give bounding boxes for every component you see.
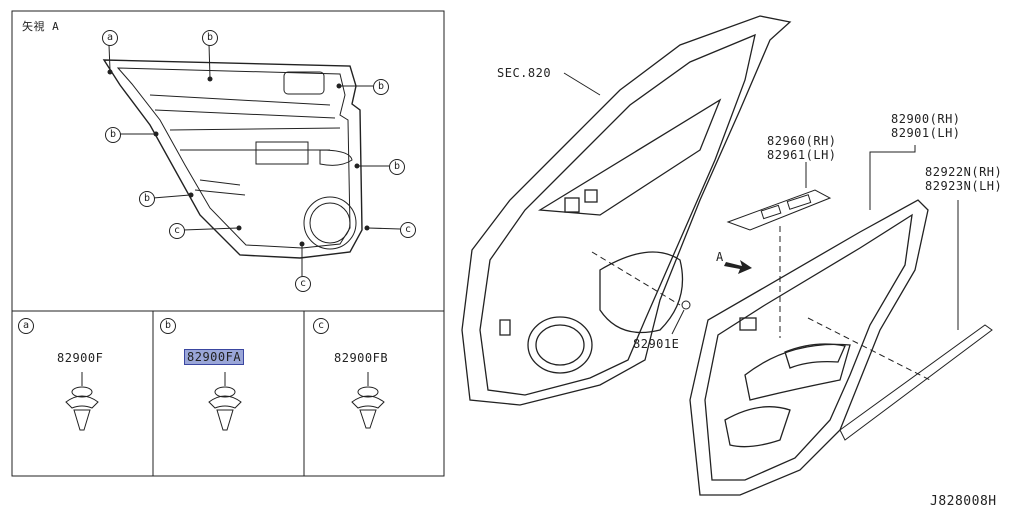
label-82961[interactable]: 82961(LH) [767, 148, 837, 162]
view-arrow [724, 260, 752, 274]
callout-b-2: b [373, 79, 389, 95]
callout-a-1: a [102, 30, 118, 46]
label-82900[interactable]: 82900(RH) [891, 112, 961, 126]
door-shell [461, 15, 792, 406]
clip-b-drawing [208, 372, 242, 431]
view-arrow-label: A [716, 250, 724, 264]
label-82901[interactable]: 82901(LH) [891, 126, 961, 140]
label-sec-820[interactable]: SEC.820 [497, 66, 552, 80]
callout-c-1: c [169, 223, 185, 239]
callout-b-1: b [202, 30, 218, 46]
clip-part-82900fa[interactable]: 82900FA [183, 349, 245, 365]
callout-b-5: b [139, 191, 155, 207]
callout-c-2: c [400, 222, 416, 238]
diagram-id: J828008H [930, 494, 997, 509]
clip-82901e [671, 300, 691, 335]
label-82901e[interactable]: 82901E [633, 337, 680, 351]
clip-part-82900fb[interactable]: 82900FB [334, 351, 389, 365]
callout-c-3: c [295, 276, 311, 292]
callout-b-4: b [389, 159, 405, 175]
cell-letter-c: c [313, 318, 329, 334]
switch-bezel [726, 189, 832, 231]
inset-frame [11, 10, 445, 477]
label-82960[interactable]: 82960(RH) [767, 134, 837, 148]
door-trim-panel [689, 199, 929, 496]
cell-letter-a: a [18, 318, 34, 334]
clip-c-drawing [351, 372, 385, 429]
callout-b-3: b [105, 127, 121, 143]
label-82922n[interactable]: 82922N(RH) [925, 165, 1003, 179]
door-molding [839, 324, 993, 441]
label-82923n[interactable]: 82923N(LH) [925, 179, 1003, 193]
cell-letter-b: b [160, 318, 176, 334]
view-label: 矢視 A [22, 20, 60, 33]
clip-part-82900f[interactable]: 82900F [57, 351, 104, 365]
clip-a-drawing [65, 372, 99, 431]
